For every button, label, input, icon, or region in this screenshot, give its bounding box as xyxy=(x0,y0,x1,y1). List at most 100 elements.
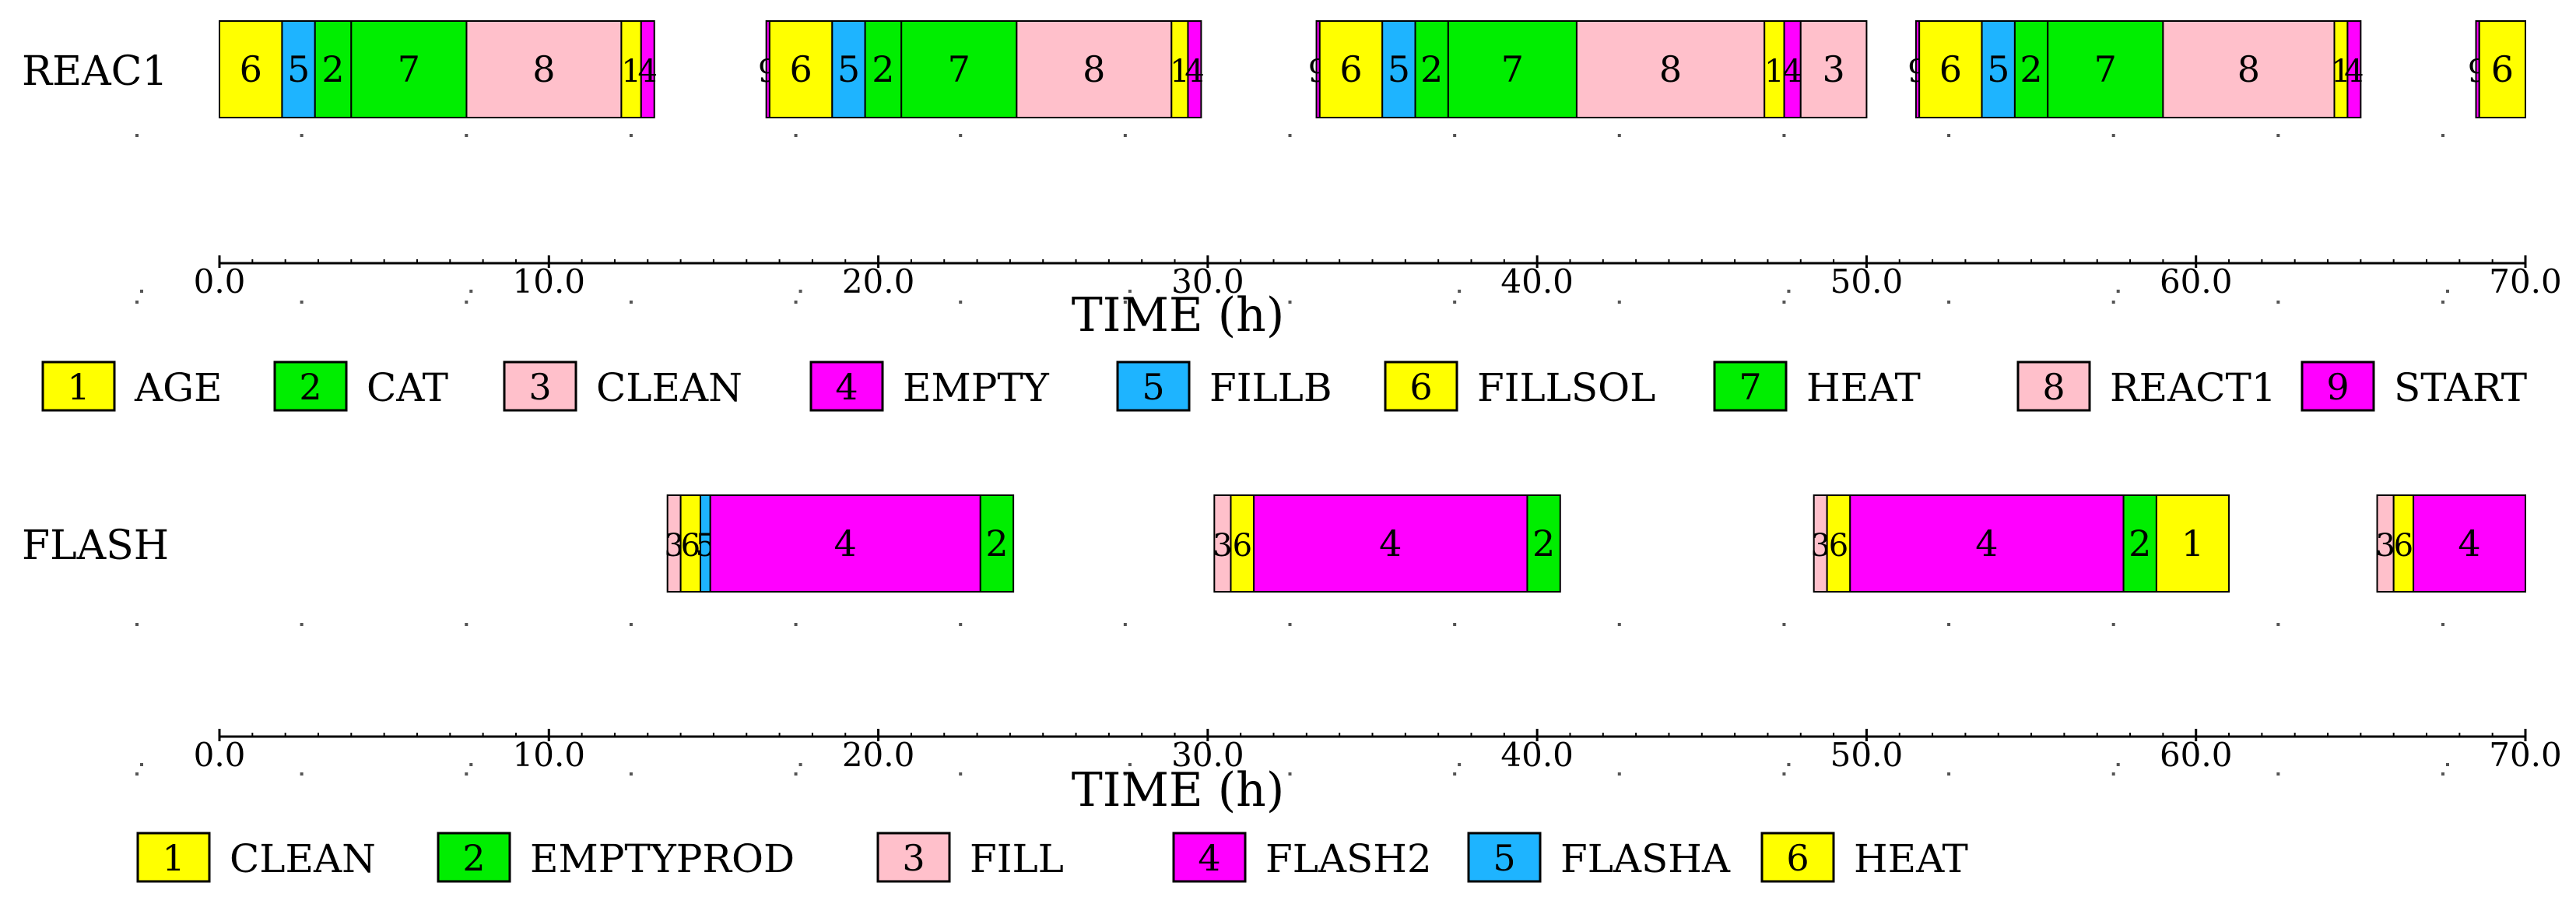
legend-number: 2 xyxy=(462,837,485,879)
legend-number: 5 xyxy=(1493,837,1515,879)
grid-dot xyxy=(1947,301,1951,304)
task-label: 2 xyxy=(1420,48,1443,90)
grid-dot xyxy=(1787,290,1791,293)
task-label: 2 xyxy=(2020,48,2042,90)
task-label: 6 xyxy=(2491,48,2514,90)
grid-dot xyxy=(1458,290,1462,293)
task-bar xyxy=(864,20,903,118)
grid-dot xyxy=(300,772,304,776)
grid-dot xyxy=(629,134,633,137)
legend-item-age: 1 AGE xyxy=(41,361,223,412)
task-label: 7 xyxy=(398,48,420,90)
task-bar xyxy=(640,20,655,118)
grid-dot xyxy=(629,301,633,304)
grid-dot xyxy=(1782,623,1786,626)
legend-number: 9 xyxy=(2326,366,2349,408)
grid-dot xyxy=(2441,134,2444,137)
grid-dot xyxy=(2116,763,2120,766)
task-label: 6 xyxy=(2394,528,2413,564)
legend-swatch xyxy=(273,361,348,412)
task-bar xyxy=(1799,20,1868,118)
grid-dot xyxy=(629,772,633,776)
task-label: 4 xyxy=(2458,522,2480,565)
grid-dot xyxy=(959,772,963,776)
grid-dot xyxy=(959,301,963,304)
tick-label: 70.0 xyxy=(2489,262,2562,301)
task-label: 4 xyxy=(834,522,857,565)
task-bar xyxy=(1575,20,1766,118)
legend-label: AGE xyxy=(134,365,223,410)
legend-number: 6 xyxy=(1786,837,1809,879)
grid-dot xyxy=(959,623,963,626)
legend-swatch xyxy=(136,832,211,883)
task-bar xyxy=(1381,20,1416,118)
task-bar xyxy=(2346,20,2362,118)
task-bar xyxy=(1016,20,1173,118)
grid-dot xyxy=(2276,301,2280,304)
task-label: 4 xyxy=(638,54,658,90)
legend-label: CLEAN xyxy=(596,365,742,410)
grid-dot xyxy=(2446,763,2449,766)
grid-dot xyxy=(1617,301,1621,304)
legend-label: REACT1 xyxy=(2110,365,2276,410)
grid-dot xyxy=(798,290,802,293)
grid-dot xyxy=(1947,134,1951,137)
grid-dot xyxy=(1288,134,1292,137)
legend-number: 5 xyxy=(1142,366,1164,408)
task-label: 6 xyxy=(1339,48,1362,90)
grid-dot xyxy=(300,301,304,304)
grid-dot xyxy=(2111,772,2115,776)
task-label: 1 xyxy=(1170,54,1189,90)
task-bar xyxy=(2122,494,2157,593)
legend-number: 8 xyxy=(2042,366,2065,408)
task-bar xyxy=(1918,20,1983,118)
grid-dot xyxy=(2441,623,2444,626)
resource-label: REAC1 xyxy=(22,48,168,95)
task-bar xyxy=(1414,20,1449,118)
task-bar xyxy=(1526,494,1561,593)
grid-dot xyxy=(469,290,473,293)
task-bar xyxy=(281,20,316,118)
legend-number: 1 xyxy=(67,366,89,408)
task-label: 4 xyxy=(1782,54,1802,90)
legend-label: HEAT xyxy=(1854,836,1968,881)
task-label: 7 xyxy=(948,48,970,90)
legend-label: FILLB xyxy=(1209,365,1332,410)
task-label: 6 xyxy=(1233,528,1252,564)
tick-label: 30.0 xyxy=(1171,262,1244,301)
grid-dot xyxy=(1458,763,1462,766)
task-bar xyxy=(1230,494,1255,593)
grid-dot xyxy=(135,623,139,626)
tick-label: 70.0 xyxy=(2489,736,2562,774)
grid-dot xyxy=(1947,772,1951,776)
grid-dot xyxy=(2111,623,2115,626)
grid-dot xyxy=(1288,623,1292,626)
task-bar xyxy=(1447,20,1578,118)
grid-dot xyxy=(2116,290,2120,293)
task-label: 3 xyxy=(1822,48,1844,90)
legend-swatch xyxy=(809,361,884,412)
grid-dot xyxy=(465,134,469,137)
task-bar xyxy=(1187,20,1202,118)
tick-label: 50.0 xyxy=(1830,262,1904,301)
grid-dot xyxy=(135,301,139,304)
task-label: 4 xyxy=(2344,54,2364,90)
grid-dot xyxy=(1453,134,1457,137)
legend-number: 2 xyxy=(299,366,321,408)
grid-dot xyxy=(300,623,304,626)
grid-dot xyxy=(1617,772,1621,776)
legend-label: CAT xyxy=(367,365,448,410)
legend-swatch xyxy=(1384,361,1458,412)
task-bar xyxy=(620,20,642,118)
grid-dot xyxy=(794,772,798,776)
grid-dot xyxy=(2441,772,2444,776)
grid-dot xyxy=(135,772,139,776)
legend-swatch xyxy=(876,832,951,883)
task-label: 1 xyxy=(621,54,640,90)
legend-swatch xyxy=(41,361,116,412)
